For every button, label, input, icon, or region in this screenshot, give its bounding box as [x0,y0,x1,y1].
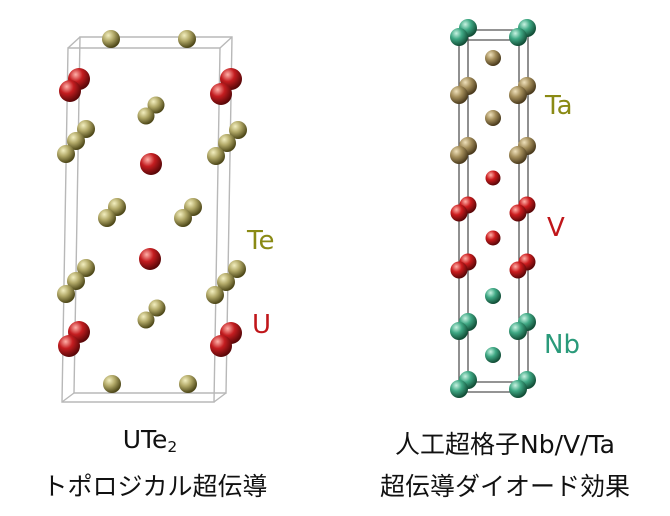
v-atom [485,230,501,246]
te-atom [137,107,155,125]
nb-atom [509,322,527,340]
te-atom [174,209,192,227]
v-atom [450,204,468,222]
te-atom [98,209,116,227]
te-atom [103,375,121,393]
ute2-description: トポロジカル超伝導 [42,472,268,501]
u-atom [139,248,161,270]
nb-atom [509,28,527,46]
te-atom [229,121,247,139]
ute2-formula-subscript: 2 [167,437,178,456]
ute2-atoms [57,30,247,393]
nb-atom [450,28,468,46]
te-atom [147,96,165,114]
te-atom [102,30,120,48]
te-atom [179,375,197,393]
ta-label: Ta [545,91,573,121]
v-atom [509,261,527,279]
ta-atom [509,146,527,164]
u-atom [210,83,232,105]
v-atom [509,204,527,222]
superlattice-atoms [450,19,536,398]
nb-atom [485,288,501,304]
te-atom [57,145,75,163]
ta-atom [450,146,468,164]
te-atom [206,286,224,304]
ta-atom [509,86,527,104]
u-atom [210,335,232,357]
te-atom [207,147,225,165]
u-atom [140,153,162,175]
te-atom [217,273,235,291]
nb-atom [450,380,468,398]
nb-atom [485,347,501,363]
te-atom [228,260,246,278]
nb-label: Nb [544,330,580,360]
v-label: V [547,213,565,243]
te-atom [67,132,85,150]
te-atom [77,120,95,138]
nb-atom [509,380,527,398]
te-atom [67,272,85,290]
v-atom [485,170,501,186]
te-atom [178,30,196,48]
u-label: U [252,310,272,340]
te-atom [218,134,236,152]
ta-atom [485,110,501,126]
te-atom [77,259,95,277]
ute2-unit-cell [61,36,233,403]
superlattice-description: 超伝導ダイオード効果 [379,472,630,501]
u-atom [58,335,80,357]
te-atom [57,285,75,303]
superlattice-title: 人工超格子Nb/V/Ta [395,430,615,459]
te-atom [148,299,166,317]
ute2-formula: UTe2 [0,425,300,456]
v-atom [450,261,468,279]
nb-atom [450,322,468,340]
ta-atom [485,50,501,66]
ta-atom [450,86,468,104]
te-label: Te [247,226,275,256]
ute2-formula-main: UTe [122,425,168,454]
u-atom [59,80,81,102]
te-atom [137,311,155,329]
